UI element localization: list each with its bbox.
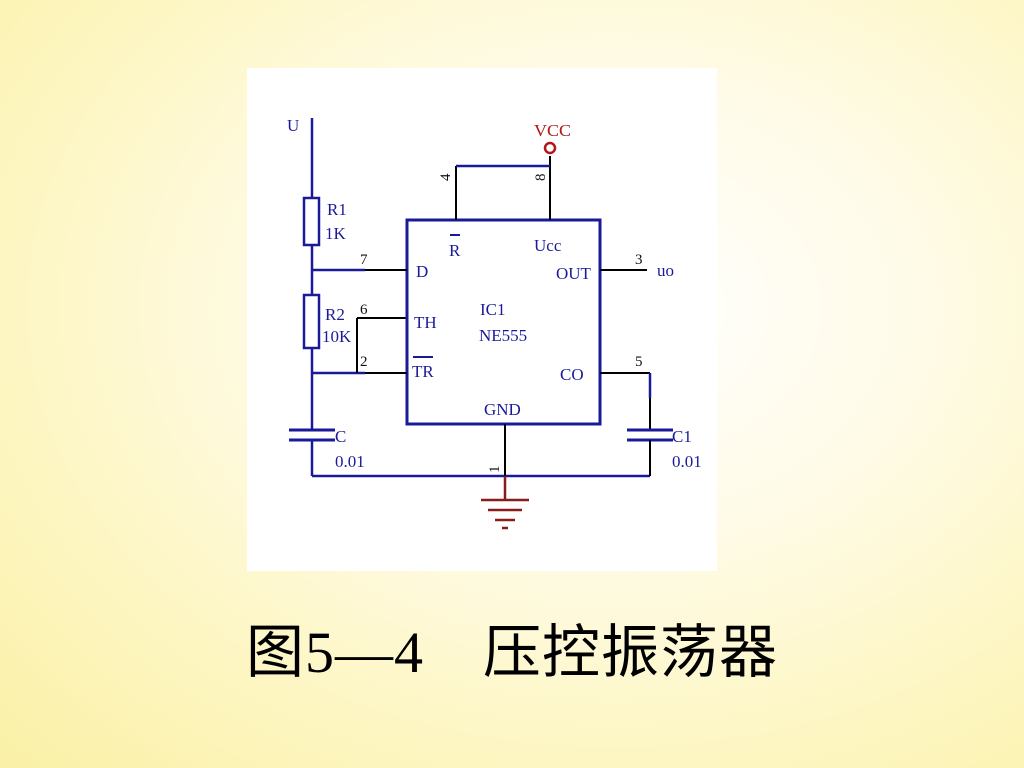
c1-name: C1 [672,427,692,446]
ic-pin-leads [365,156,650,476]
supply-label: U [287,116,299,135]
r1-name: R1 [327,200,347,219]
pin-label-gnd: GND [484,400,521,419]
ic-name: IC1 [480,300,506,319]
pin-label-out: OUT [556,264,592,283]
vcc-terminal [543,141,557,155]
pin-number-6: 6 [360,302,368,318]
pin-label-th: TH [414,313,437,332]
capacitor-c1 [627,428,673,442]
vcc-label: VCC [534,121,571,140]
left-rail-wires [310,118,650,478]
ic-part: NE555 [479,326,527,345]
pin-label-r: R [449,241,461,260]
pin-number-7: 7 [360,252,368,268]
pin-label-co: CO [560,365,584,384]
pin-number-8: 8 [533,174,549,182]
circuit-diagram: U VCC R1 1K R2 10K C 0.01 C1 0.01 IC1 NE… [287,116,702,530]
resistor-r2 [302,293,321,350]
c1-value: 0.01 [672,452,702,471]
circuit-diagram-panel: U VCC R1 1K R2 10K C 0.01 C1 0.01 IC1 NE… [247,68,717,571]
pin-label-tr: TR [412,362,434,381]
ic-body [405,218,602,426]
c-name: C [335,427,346,446]
capacitor-c [289,428,335,442]
pin-number-3: 3 [635,252,643,268]
output-label: uo [657,261,674,280]
pin-number-5: 5 [635,354,643,370]
pin-label-ucc: Ucc [534,236,562,255]
pin-number-1: 1 [487,466,503,474]
c-value: 0.01 [335,452,365,471]
r2-value: 10K [322,327,352,346]
ground-symbol [481,476,529,530]
pin-label-d: D [416,262,428,281]
r2-name: R2 [325,305,345,324]
pin-number-4: 4 [438,173,454,181]
pin-number-2: 2 [360,354,368,370]
resistor-r1 [302,196,321,247]
th-tr-tie-wire [356,317,407,373]
r1-value: 1K [325,224,347,243]
figure-caption: 图5—4 压控振荡器 [245,620,778,685]
